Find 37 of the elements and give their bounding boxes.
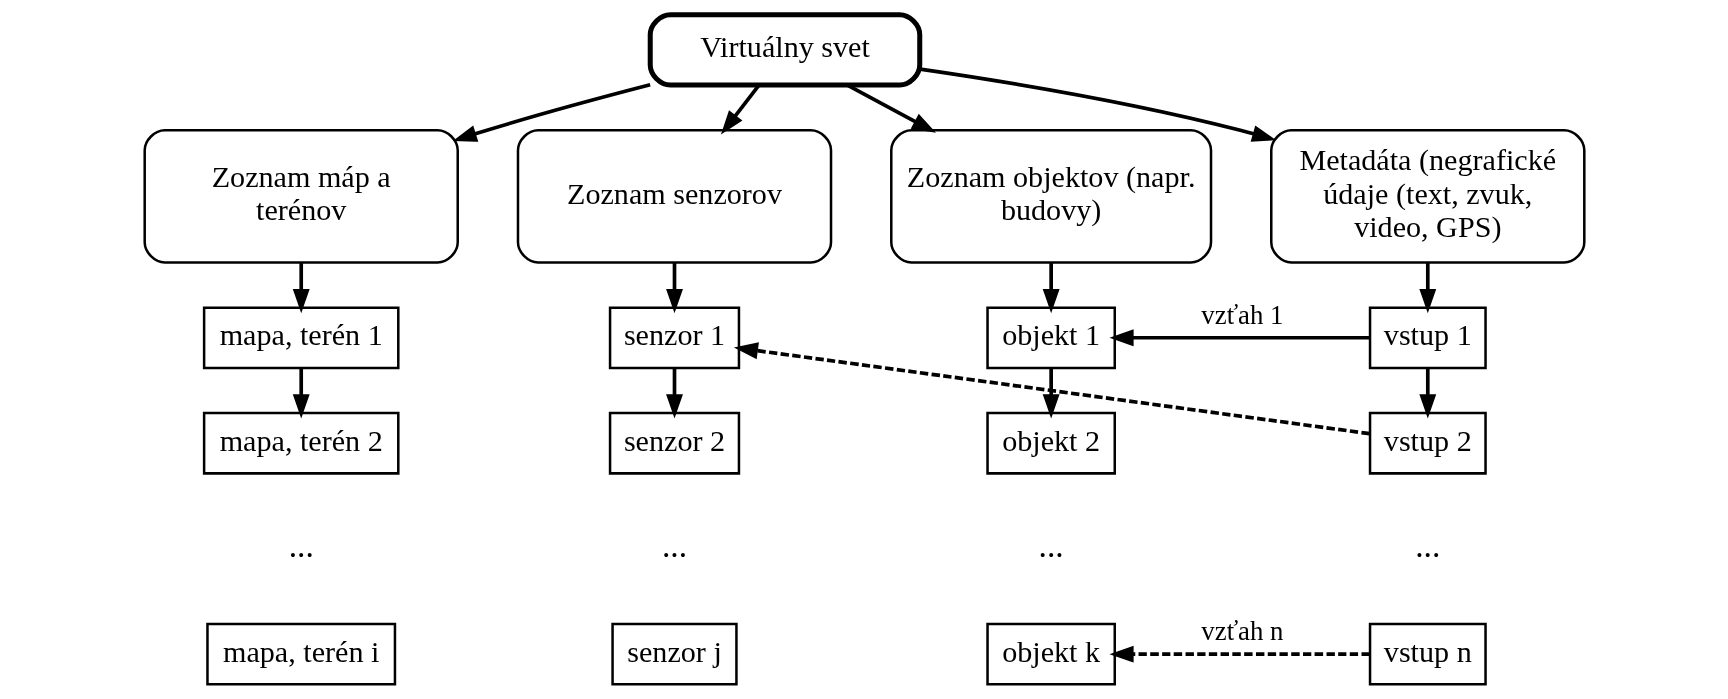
arrow bbox=[919, 67, 1276, 142]
arrow bbox=[1108, 645, 1370, 663]
node-box: senzor 2 bbox=[608, 411, 740, 475]
edge-label: vzťah n bbox=[1200, 616, 1283, 647]
label: ... bbox=[288, 527, 314, 565]
arrow bbox=[1418, 263, 1436, 314]
node-box: mapa, terén i bbox=[205, 622, 396, 686]
node-box: mapa, terén 2 bbox=[202, 411, 400, 475]
node-box: objekt 2 bbox=[985, 411, 1116, 475]
node-box: mapa, terén 1 bbox=[202, 306, 400, 370]
node-box: senzor 1 bbox=[608, 306, 740, 370]
node-box: senzor j bbox=[610, 622, 738, 686]
node-box: Zoznam senzorov bbox=[516, 128, 832, 264]
label: ... bbox=[1038, 527, 1064, 565]
arrow bbox=[1042, 263, 1060, 314]
node-box: objekt k bbox=[985, 622, 1116, 686]
arrow bbox=[292, 368, 310, 419]
node-box: Zoznam máp a terénov bbox=[142, 128, 459, 264]
node-box: Metadáta (negrafické údaje (text, zvuk, video, GPS) bbox=[1269, 128, 1586, 264]
node-box: vstup 2 bbox=[1368, 411, 1487, 475]
node-box: vstup n bbox=[1368, 622, 1487, 686]
arrow bbox=[665, 263, 683, 314]
node-box: Zoznam objektov (napr. budovy) bbox=[889, 128, 1212, 264]
arrow bbox=[1418, 368, 1436, 419]
arrow bbox=[1042, 368, 1060, 419]
edge-label: vzťah 1 bbox=[1200, 300, 1283, 331]
node-box: Virtuálny svet bbox=[647, 12, 922, 88]
arrow bbox=[733, 342, 1370, 436]
arrow bbox=[720, 84, 760, 135]
arrow bbox=[1108, 329, 1370, 347]
label: ... bbox=[1414, 527, 1440, 565]
node-box: objekt 1 bbox=[985, 306, 1116, 370]
arrow bbox=[665, 368, 683, 419]
node-box: vstup 1 bbox=[1368, 306, 1487, 370]
arrow bbox=[452, 83, 651, 142]
arrow bbox=[292, 263, 310, 314]
label: ... bbox=[661, 527, 687, 565]
